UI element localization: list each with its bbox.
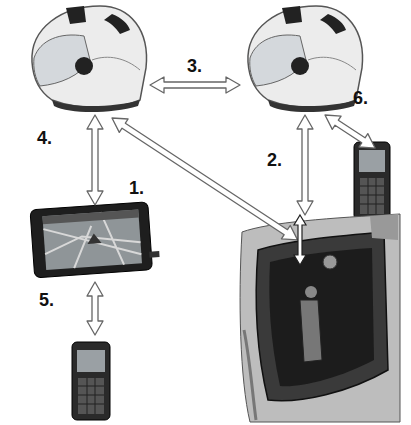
callout-number: 5. bbox=[38, 290, 55, 310]
callout-number: 3. bbox=[186, 56, 203, 76]
helmet-right bbox=[248, 6, 363, 112]
callout-number: 6. bbox=[352, 88, 369, 108]
storage-compartment bbox=[240, 214, 400, 422]
connection-arrows bbox=[87, 77, 379, 335]
mobile-phone bbox=[354, 142, 390, 220]
navigation-device bbox=[30, 201, 160, 278]
callout-number: 4. bbox=[36, 128, 53, 148]
helmet-left bbox=[32, 6, 147, 112]
mobile-phone bbox=[72, 342, 110, 420]
callout-number: 2. bbox=[266, 150, 283, 170]
cradle-arrows bbox=[294, 215, 306, 265]
callout-number: 1. bbox=[128, 178, 145, 198]
